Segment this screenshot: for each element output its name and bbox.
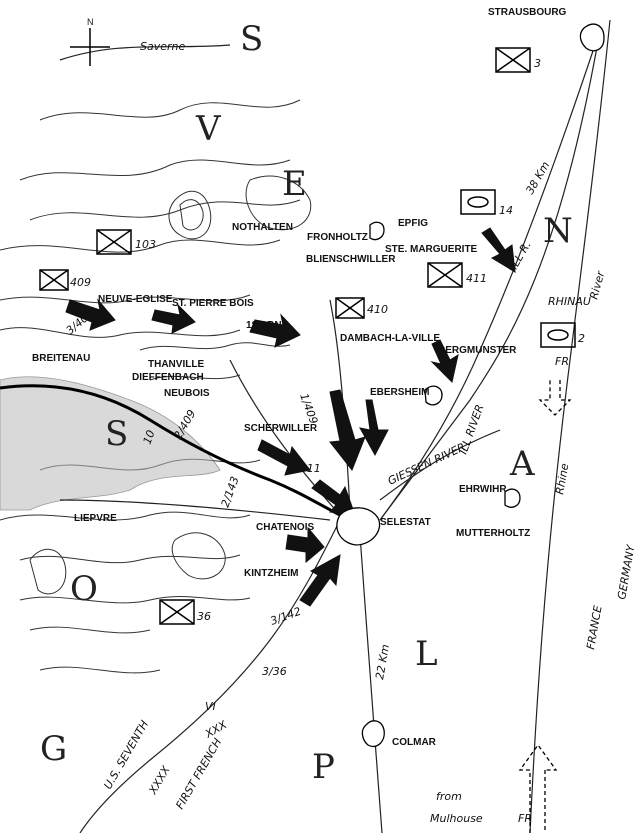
unit-rhinau: RHINAU xyxy=(548,295,591,308)
unit-14: 14 xyxy=(499,204,513,217)
unit-10: 10 xyxy=(141,428,158,446)
vosges-letter-5: G xyxy=(40,729,67,769)
town-strasbourg: STRAUSBOURG xyxy=(488,7,567,18)
french-arrows xyxy=(518,380,572,833)
town-epfig: EPFIG xyxy=(398,218,428,229)
label-from: from xyxy=(436,790,462,803)
vosges-letter-4: S xyxy=(105,414,128,454)
unit-411: 411 xyxy=(466,272,487,285)
town-dambach: DAMBACH-LA-VILLE xyxy=(340,333,440,344)
unit-symbols xyxy=(39,47,576,625)
label-fr-bottom: FR xyxy=(518,812,532,825)
town-fronholtz: FRONHOLTZ xyxy=(307,232,368,243)
town-thanville: THANVILLE xyxy=(148,359,204,370)
label-vi: VI xyxy=(205,700,216,713)
town-neubois: NEUBOIS xyxy=(164,388,210,399)
vosges-letter-6: E xyxy=(282,164,307,204)
town-mutterholtz: MUTTERHOLTZ xyxy=(456,528,530,539)
unit-409: 409 xyxy=(70,276,91,289)
town-colmar: COLMAR xyxy=(392,737,437,748)
town-st-pierre-bois: ST. PIERRE BOIS xyxy=(172,298,254,309)
town-saverne: Saverne xyxy=(140,40,185,53)
mountain-hatching xyxy=(0,376,221,511)
town-liepvre: LIEPVRE xyxy=(74,513,117,524)
town-scherwiller: SCHERWILLER xyxy=(244,423,318,434)
front-line xyxy=(0,384,341,517)
town-breitenau: BREITENAU xyxy=(32,353,90,364)
unit-2-411: 2/411 xyxy=(289,462,321,475)
label-rhine: Rhine xyxy=(553,462,571,495)
unit-103: 103 xyxy=(135,238,156,251)
label-22km: 22 Km xyxy=(373,643,392,680)
north-label: N xyxy=(87,17,94,27)
unit-1st-bn: 1ST BN xyxy=(246,320,282,331)
town-bergmunster: BERGMUNSTER xyxy=(438,345,517,356)
unit-36: 36 xyxy=(197,610,211,623)
town-markers xyxy=(336,23,605,748)
vosges-letter-3: O xyxy=(70,569,98,609)
label-mulhouse: Mulhouse xyxy=(430,812,483,825)
unit-3: 3 xyxy=(534,57,541,70)
vosges-letter-2: S xyxy=(240,19,263,59)
town-ebersheim: EBERSHEIM xyxy=(370,387,429,398)
town-ste-marguerite: STE. MARGUERITE xyxy=(385,244,478,255)
vosges-letter-1: V xyxy=(195,109,222,149)
unit-fr: FR xyxy=(555,355,569,368)
plain-letter-4: N xyxy=(543,211,573,251)
town-chatenois: CHATENOIS xyxy=(256,522,314,533)
town-neuve-eglise: NEUVE-EGLISE xyxy=(98,294,173,305)
rivers xyxy=(379,19,611,833)
plain-letter-2: L xyxy=(415,634,438,674)
north-arrow xyxy=(70,28,110,66)
attack-arrows xyxy=(65,227,516,607)
unit-2: 2 xyxy=(578,332,585,345)
unit-3-36: 3/36 xyxy=(262,665,287,678)
town-kintzheim: KINTZHEIM xyxy=(244,568,298,579)
plain-letter-3: P xyxy=(312,747,335,787)
plain-letter-1: A xyxy=(509,444,535,484)
town-selestat: SELESTAT xyxy=(380,517,431,528)
terrain-contours xyxy=(0,99,312,674)
unit-410: 410 xyxy=(367,303,388,316)
town-dieffenbach: DIEFFENBACH xyxy=(132,372,204,383)
town-nothalten: NOTHALTEN xyxy=(232,222,293,233)
town-ehrwihr: EHRWIHR xyxy=(459,484,507,495)
town-blienschwiller: BLIENSCHWILLER xyxy=(306,254,396,265)
